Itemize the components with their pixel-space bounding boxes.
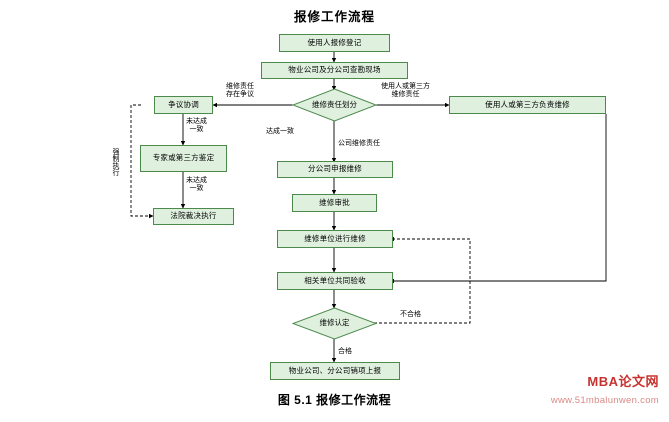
edge-label-unqualified: 不合格 bbox=[400, 311, 421, 319]
node-label: 维修审批 bbox=[319, 197, 350, 207]
node-label: 物业公司及分公司查勘现场 bbox=[288, 65, 381, 75]
edge-label-text: 强制执行 bbox=[112, 148, 120, 176]
node-report-closure: 物业公司、分公司销项上报 bbox=[270, 362, 400, 380]
edge-label-text: 维修责任 存在争议 bbox=[226, 83, 254, 99]
node-label: 专家或第三方鉴定 bbox=[152, 153, 215, 163]
node-repair-confirmation: 维修认定 bbox=[292, 307, 377, 340]
watermark-site-url: www.51mbalunwen.com bbox=[550, 395, 659, 406]
node-label: 物业公司、分公司销项上报 bbox=[288, 365, 382, 375]
node-third-party-repair: 使用人或第三方负责维修 bbox=[449, 96, 606, 114]
node-label: 使用人报修登记 bbox=[307, 37, 362, 47]
node-branch-apply-repair: 分公司申报维修 bbox=[277, 161, 393, 178]
edge-label-no-agreement-2: 未达成 一致 bbox=[186, 177, 207, 193]
edge-label-agreement-reached: 达成一致 bbox=[266, 128, 294, 136]
node-expert-appraisal: 专家或第三方鉴定 bbox=[140, 145, 227, 172]
node-court-enforcement: 法院裁决执行 bbox=[153, 208, 234, 225]
node-responsibility-decision: 维修责任划分 bbox=[292, 88, 377, 122]
edge-label-dispute: 维修责任 存在争议 bbox=[226, 83, 254, 99]
node-label: 法院裁决执行 bbox=[170, 211, 217, 221]
node-report-registration: 使用人报修登记 bbox=[279, 34, 390, 52]
edge-label-company-liability: 公司维修责任 bbox=[338, 140, 380, 148]
node-joint-acceptance: 相关单位共同验收 bbox=[277, 272, 393, 290]
edge-label-text: 使用人或第三方 维修责任 bbox=[381, 83, 430, 99]
node-label: 使用人或第三方负责维修 bbox=[485, 99, 570, 109]
edge-label-text: 达成一致 bbox=[266, 128, 294, 135]
edge-label-qualified: 合格 bbox=[338, 348, 352, 356]
node-repair-unit-execute: 维修单位进行维修 bbox=[277, 230, 393, 248]
node-label: 维修单位进行维修 bbox=[304, 233, 366, 243]
figure-caption: 图 5.1 报修工作流程 bbox=[277, 393, 392, 407]
node-label: 相关单位共同验收 bbox=[304, 275, 366, 285]
node-dispute-mediation: 争议协调 bbox=[154, 96, 213, 114]
edge-label-text: 公司维修责任 bbox=[338, 140, 380, 147]
edge-label-text: 不合格 bbox=[400, 311, 421, 318]
edge-label-text: 未达成 一致 bbox=[186, 177, 207, 193]
watermark-site-name: MBA论文网 bbox=[587, 374, 659, 389]
edge-label-text: 合格 bbox=[338, 348, 352, 355]
edge-label-enforcement: 强制执行 bbox=[111, 148, 119, 176]
node-label: 争议协调 bbox=[168, 99, 199, 109]
node-label: 分公司申报维修 bbox=[308, 164, 362, 174]
node-site-survey: 物业公司及分公司查勘现场 bbox=[261, 62, 408, 79]
figure-title: 报修工作流程 bbox=[293, 10, 375, 24]
edge-label-third-party-liability: 使用人或第三方 维修责任 bbox=[381, 83, 430, 99]
node-repair-approval: 维修审批 bbox=[292, 194, 377, 212]
edge-label-no-agreement-1: 未达成 一致 bbox=[186, 118, 207, 134]
edge-label-text: 未达成 一致 bbox=[186, 118, 207, 134]
